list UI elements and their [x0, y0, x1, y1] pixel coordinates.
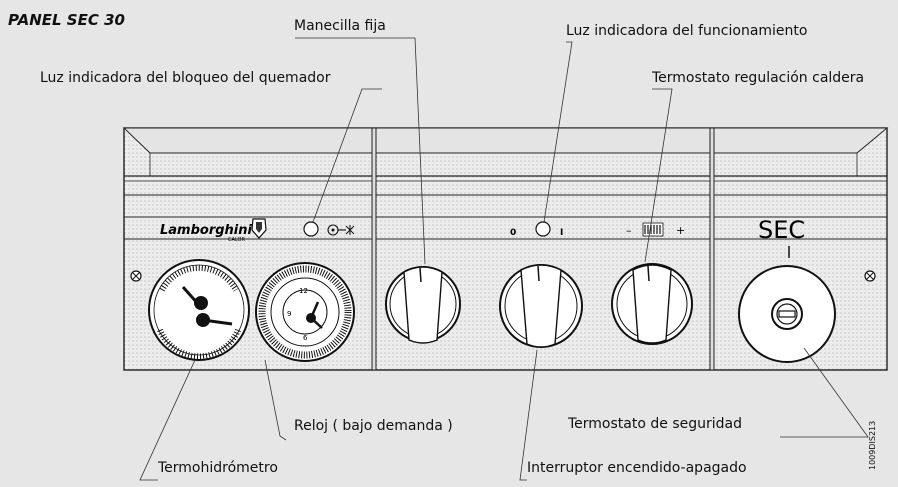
clock-9-mark: 9: [287, 310, 291, 318]
screw-icon: [864, 270, 876, 282]
switch-off-mark: 0: [510, 228, 516, 238]
boiler-thermostat-knob[interactable]: [611, 263, 693, 345]
burner-block-light: [303, 221, 319, 237]
brand-text: Lamborghini: [160, 223, 253, 238]
burner-flame-symbol-icon: [327, 224, 355, 236]
screw-icon: [130, 270, 142, 282]
brand-sub-text: CALOR: [228, 237, 245, 243]
leader-lines: [139, 37, 869, 481]
label-power-switch: Interruptor encendido-apagado: [527, 460, 747, 476]
plus-mark: +: [676, 224, 685, 237]
label-boiler-thermostat: Termostato regulación caldera: [652, 70, 865, 86]
safety-thermostat-cap[interactable]: [738, 246, 836, 363]
operation-light: [535, 221, 551, 237]
switch-on-mark: I: [560, 228, 563, 238]
label-clock: Reloj ( bajo demanda ): [294, 418, 453, 434]
label-operation-light: Luz indicadora del funcionamiento: [566, 23, 808, 39]
power-switch-knob[interactable]: [499, 264, 583, 348]
sec-text: SEC: [758, 216, 805, 244]
fixed-handle-knob[interactable]: [385, 266, 461, 344]
temperature-scale-icon: [642, 222, 664, 237]
label-fixed-handle: Manecilla fija: [294, 18, 386, 34]
label-safety-thermostat: Termostato de seguridad: [568, 416, 742, 432]
document-id: 1009DIS213: [868, 420, 877, 470]
brand-logo: Lamborghini CALOR: [160, 218, 267, 243]
label-thermohydrometer: Termohidrómetro: [158, 460, 278, 476]
clock-dial: 12 9 6: [255, 262, 355, 362]
clock-12-mark: 12: [299, 287, 308, 295]
clock-6-mark: 6: [303, 334, 308, 342]
thermohydrometer-gauge: [148, 259, 250, 361]
label-burner-block-light: Luz indicadora del bloqueo del quemador: [40, 70, 331, 86]
minus-mark: –: [626, 224, 632, 237]
diagram-title: PANEL SEC 30: [8, 11, 125, 29]
